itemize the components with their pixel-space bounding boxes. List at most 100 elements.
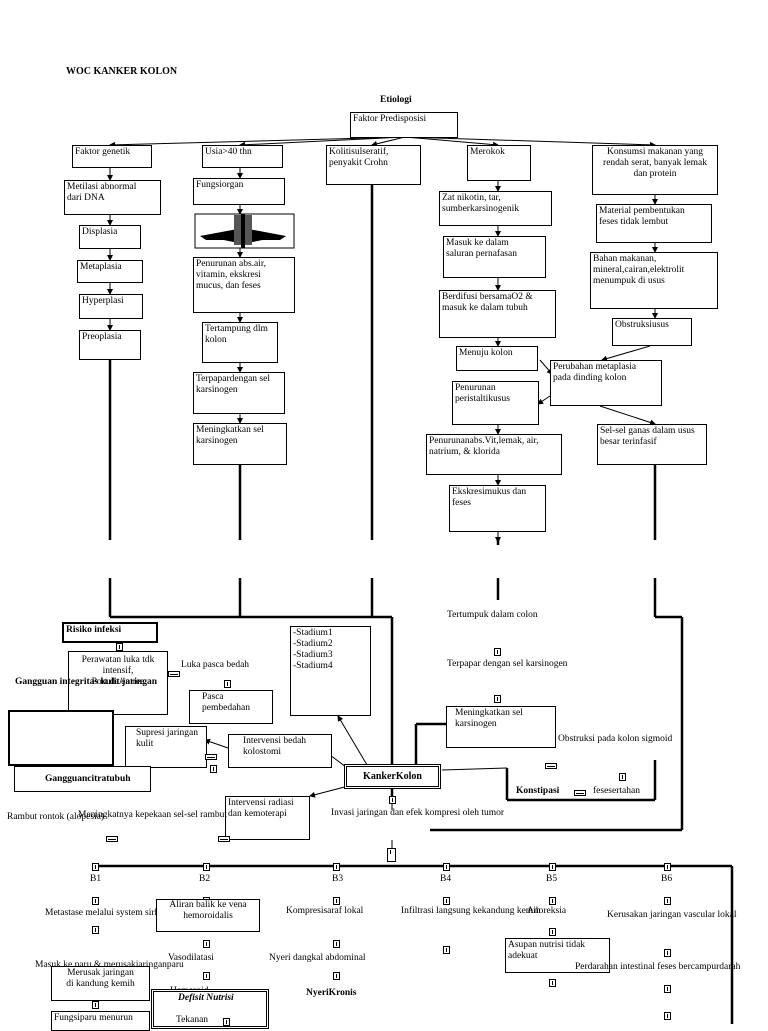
etiologi-heading: Etiologi	[380, 95, 412, 105]
material-feses-node: Material pembentukan feses tidak lembut	[596, 204, 712, 243]
usia-node: Usia>40 thn	[202, 145, 283, 168]
ekskresi-mukus-node: Ekskresimukus dan feses	[449, 485, 546, 532]
b4-label: B4	[440, 874, 452, 884]
konsumsi-node: Konsumsi makanan yang rendah serat, bany…	[592, 145, 718, 195]
b6-label: B6	[661, 874, 673, 884]
anoreksia-label: Anoreksia	[527, 906, 567, 916]
meningkatnya-label: Meningkatnya kepekaan sel-sel rambut	[78, 810, 228, 820]
invasi-label: Invasi jaringan dan efek kompresi oleh t…	[331, 808, 505, 818]
fungsiparu-node: Fungsiparu menurun	[51, 1011, 150, 1031]
link-marker	[224, 680, 231, 688]
terpapar-label: Terpapar dengan sel karsinogen	[447, 659, 568, 669]
obstruksi-usus-node: Obstruksiusus	[612, 318, 692, 346]
luka-label: Luka pasca bedah	[181, 660, 250, 670]
b1-label: B1	[90, 874, 102, 884]
link-marker	[92, 897, 99, 905]
link-marker	[664, 863, 671, 871]
link-marker	[545, 763, 557, 769]
link-marker	[210, 765, 217, 773]
link-marker	[549, 863, 556, 871]
berdifusi-node: Berdifusi bersamaO2 & masuk ke dalam tub…	[439, 290, 556, 338]
intervensi-radiasi-node: Intervensi radiasi dan kemoterapi	[225, 796, 310, 840]
link-marker	[333, 940, 340, 948]
tertampung-node: Tertampung dlm kolon	[202, 322, 278, 363]
nyeri-dangkal-label: Nyeri dangkal abdominal	[269, 953, 366, 963]
link-marker	[619, 773, 626, 781]
hyperplasi-node: Hyperplasi	[79, 294, 143, 319]
link-marker	[549, 897, 556, 905]
meningkatkan-sel-mid-node: Meningkatkan sel karsinogen	[446, 706, 556, 748]
asupan-node: Asupan nutrisi tidak adekuat	[505, 938, 610, 973]
link-marker	[443, 946, 450, 954]
zat-nikotin-node: Zat nikotin, tar, sumberkarsinogenik	[439, 191, 552, 226]
terpapar-sel-node: Terpapardengan sel karsinogen	[193, 372, 285, 414]
displasia-node: Displasia	[79, 225, 141, 249]
stadium-node: -Stadium1 -Stadium2 -Stadium3 -Stadium4	[290, 626, 371, 716]
link-marker	[664, 985, 671, 993]
kanker-kolon-node: KankerKolon	[344, 764, 441, 789]
link-marker	[218, 836, 230, 842]
link-marker	[443, 897, 450, 905]
tekanan-label: Tekanan	[176, 1015, 209, 1025]
perdarahan-label: Perdarahan intestinal feses bercampurdar…	[575, 962, 741, 972]
aliran-balik-node: Aliran balik ke vena hemoroidalis	[156, 899, 260, 932]
link-marker	[443, 863, 450, 871]
sel-ganas-node: Sel-sel ganas dalam usus besar terinfasi…	[597, 424, 707, 465]
link-marker	[574, 790, 586, 796]
link-marker	[92, 926, 99, 934]
age-graphic	[194, 213, 295, 249]
defisit-nutrisi-node: Defisit Nutrisi	[151, 989, 269, 1029]
faktor-genetik-node: Faktor genetik	[72, 145, 152, 168]
faktor-predisposisi-node: Faktor Predisposisi	[350, 112, 458, 138]
page-title: WOC KANKER KOLON	[66, 66, 178, 77]
supresi-node: Supresi jaringan kulit	[125, 726, 207, 768]
link-marker	[549, 928, 556, 936]
metaplasia-node: Metaplasia	[77, 260, 143, 283]
b5-label: B5	[546, 874, 558, 884]
link-marker	[106, 836, 118, 842]
merusak-jaringan-node: Merusak jaringan di kandung kemih	[51, 966, 150, 1001]
nyeri-kronis-label: NyeriKronis	[306, 988, 357, 998]
link-marker	[116, 643, 123, 651]
konstipasi-label: Konstipasi	[516, 786, 560, 796]
link-marker	[92, 863, 99, 871]
link-marker	[203, 972, 210, 980]
metilasi-node: Metilasi abnormal dari DNA	[64, 180, 161, 215]
link-marker	[389, 796, 396, 804]
penurunan-peristaltik-node: Penurunan peristaltikusus	[452, 381, 539, 425]
obstruksi-sigmoid-label: Obstruksi pada kolon sigmoid	[558, 734, 673, 744]
vasodilatasi-label: Vasodilatasi	[168, 953, 214, 963]
b2-label: B2	[199, 874, 211, 884]
pasca-pembedahan-node: Pasca pembedahan	[189, 690, 273, 724]
perubahan-metaplasia-node: Perubahan metaplasia pada dinding kolon	[550, 360, 662, 406]
preoplasia-node: Preoplasia	[79, 330, 141, 360]
fesesertahan-label: fesesertahan	[593, 786, 640, 796]
b3-label: B3	[332, 874, 344, 884]
risiko-infeksi-node: Risiko infeksi	[62, 622, 158, 643]
kolitis-node: Kolitisulseratif, penyakit Crohn	[326, 145, 421, 185]
infiltrasi-label: Infiltrasi langsung kekandung kemih	[401, 906, 541, 916]
meningkatkan-sel-node: Meningkatkan sel karsinogen	[193, 423, 287, 465]
link-marker	[333, 863, 340, 871]
link-marker	[205, 754, 217, 760]
link-marker	[203, 940, 210, 948]
kompresi-label: Kompresisaraf lokal	[286, 906, 364, 916]
link-marker	[168, 671, 180, 677]
link-marker	[223, 1018, 230, 1026]
bahan-makanan-node: Bahan makanan, mineral,cairan,elektrolit…	[590, 252, 718, 309]
fungsiorgan-node: Fungsiorgan	[193, 178, 285, 205]
merokok-node: Merokok	[467, 145, 531, 181]
link-marker	[333, 972, 340, 980]
perawatan-node: Perawatan luka tdk intensif, Port de ent…	[68, 651, 168, 715]
link-marker	[92, 1001, 99, 1009]
masuk-pernafasan-node: Masuk ke dalam saluran pernafasan	[443, 236, 546, 278]
link-marker	[664, 949, 671, 957]
link-marker	[664, 1012, 671, 1020]
link-marker	[203, 863, 210, 871]
penurunan-vit-node: Penurunanabs.Vit,lemak, air, natrium, & …	[426, 434, 562, 475]
link-marker	[387, 848, 396, 862]
penurunan-abs-node: Penurunan abs.air, vitamin, ekskresi muc…	[193, 257, 295, 313]
link-marker	[664, 897, 671, 905]
gangguan-citra-node: Gangguancitratubuh	[14, 766, 151, 792]
